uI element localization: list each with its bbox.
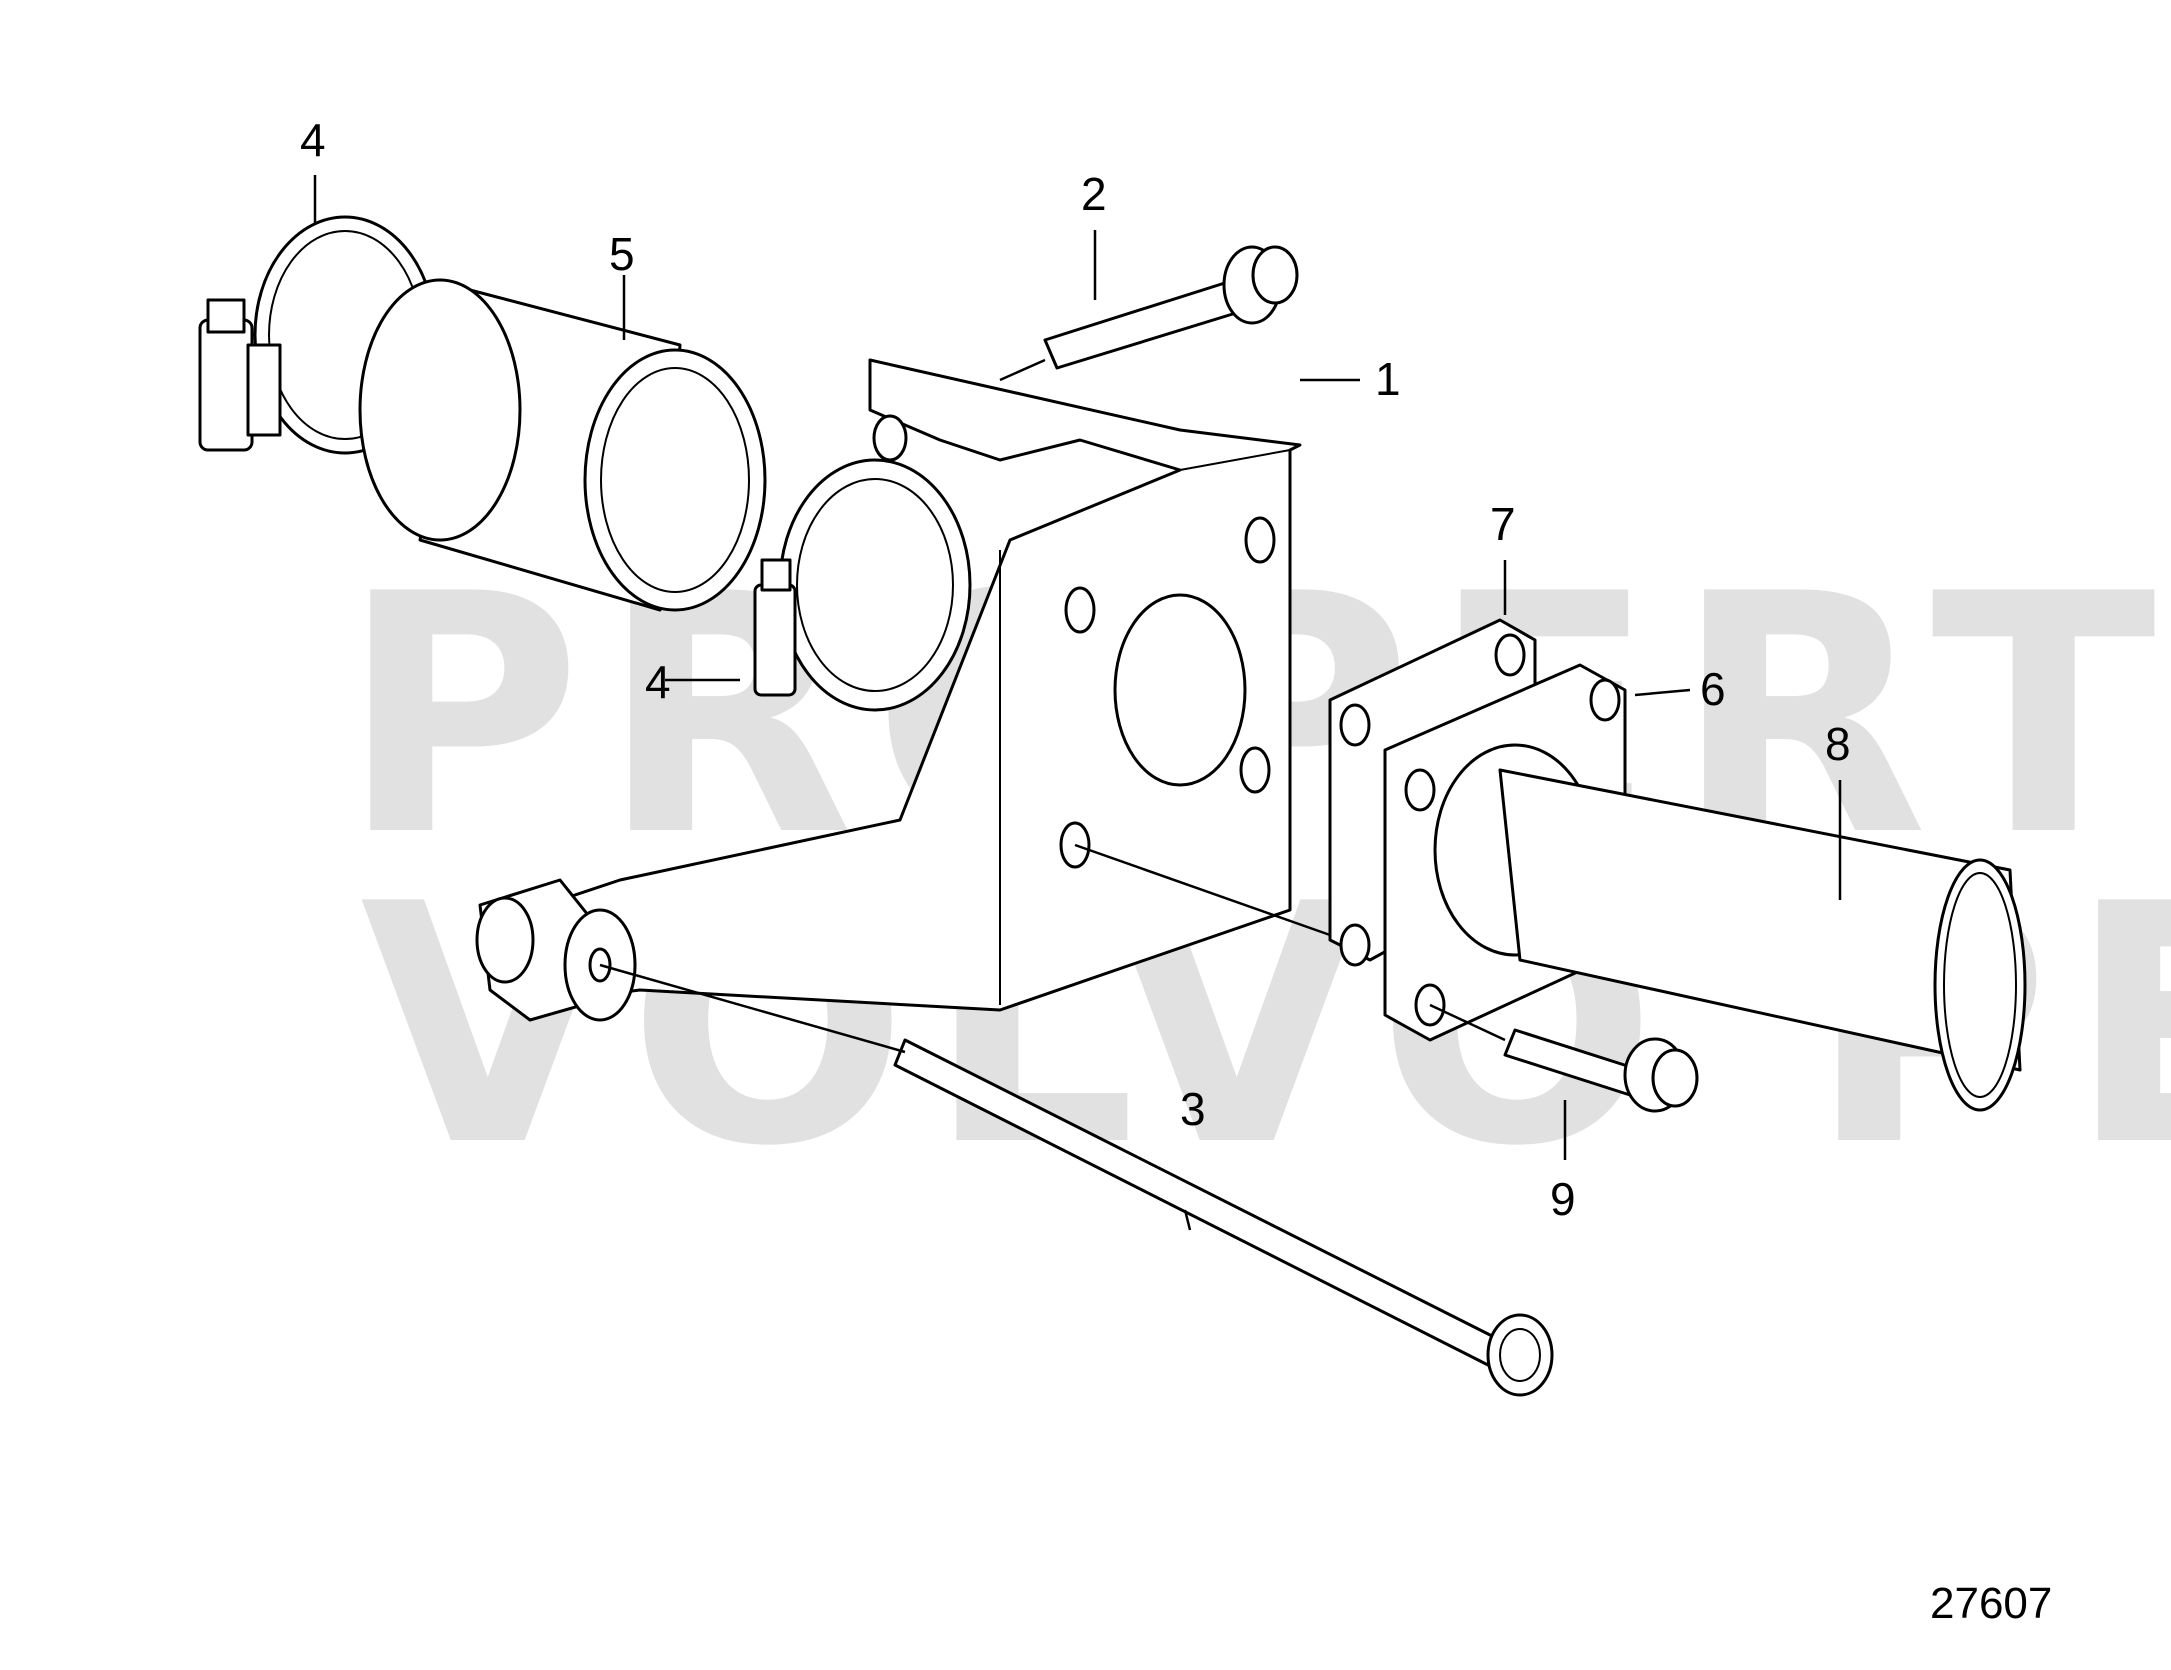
callout-8: 7 (1490, 498, 1516, 550)
callout-7: 6 (1700, 663, 1726, 715)
upper-bolt (999, 245, 1299, 382)
callout-leaders (313, 175, 1842, 1231)
long-bolt (599, 963, 1554, 1397)
hose (358, 278, 767, 612)
hose-clamp-lower (753, 458, 972, 712)
callouts: 4 2 5 1 7 6 8 4 3 9 (300, 114, 1851, 1225)
callout-2: 2 (1081, 168, 1107, 220)
exhaust-pipe (1498, 768, 2027, 1112)
callout-5: 5 (609, 228, 635, 280)
callout-4-lower: 4 (645, 656, 671, 708)
flange-bolt (1429, 1003, 1699, 1113)
bracket (475, 358, 1302, 1022)
callout-3: 3 (1180, 1083, 1206, 1135)
callout-1: 1 (1375, 353, 1401, 405)
callout-4-upper: 4 (300, 114, 326, 166)
figure-reference-number: 27607 (1930, 1579, 2052, 1628)
callout-9: 9 (1550, 1173, 1576, 1225)
callout-6: 8 (1825, 718, 1851, 770)
